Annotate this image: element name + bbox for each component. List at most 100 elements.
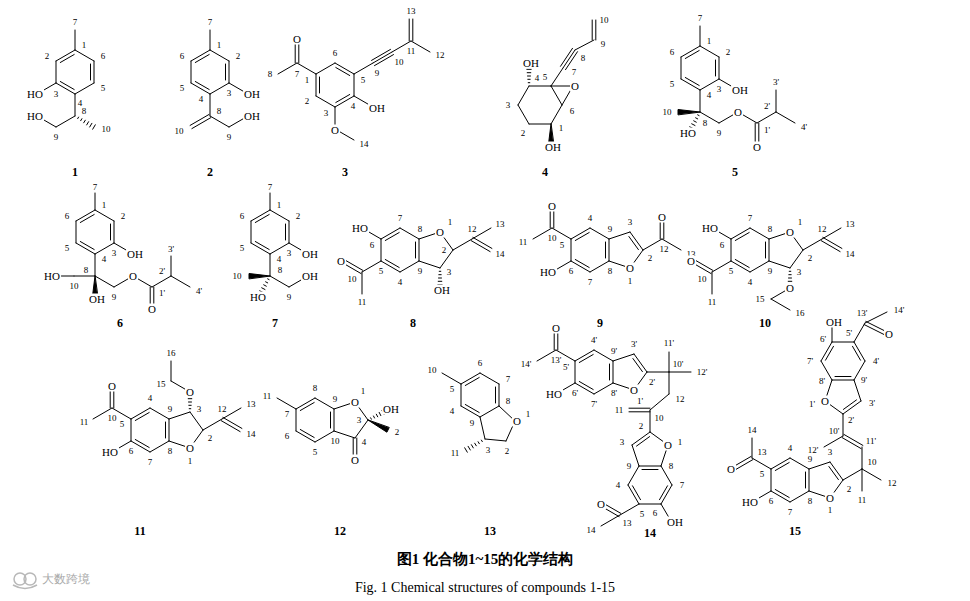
bond-line <box>270 276 289 287</box>
atom-number: 5 <box>120 420 125 429</box>
atom-number: 11 <box>858 496 867 505</box>
atom-number: 6 <box>769 497 774 506</box>
bond-line <box>362 272 363 294</box>
bond-line <box>595 20 596 40</box>
bond-line <box>719 57 720 79</box>
bond-line <box>499 384 500 406</box>
atom-number: 8 <box>608 267 613 276</box>
bond-line <box>775 490 789 498</box>
compound-number: 2 <box>207 166 213 178</box>
atom-number: 11' <box>866 437 876 446</box>
atom-number: 14' <box>894 306 905 315</box>
atom-label: O <box>350 397 360 408</box>
bond-line <box>135 440 149 448</box>
atom-label: O <box>657 212 667 223</box>
atom-number: 3 <box>112 249 117 258</box>
bond-line <box>131 419 132 441</box>
bond-line <box>453 239 472 250</box>
bond-line <box>95 243 114 254</box>
atom-number: 9' <box>611 347 617 356</box>
atom-number: 4 <box>78 99 83 108</box>
bond-line <box>790 491 809 502</box>
atom-number: 9 <box>227 133 232 142</box>
atom-label: HO <box>539 267 557 278</box>
compound-number: 5 <box>732 166 738 178</box>
atom-number: 3' <box>168 245 174 254</box>
atom-label: O <box>629 385 639 396</box>
atom-number: 6' <box>572 389 578 398</box>
atom-number: 3 <box>227 89 232 98</box>
atom-number: 10 <box>663 108 672 117</box>
atom-number: 6 <box>569 267 574 276</box>
atom-number: 12 <box>676 395 685 404</box>
bond-line <box>251 221 252 243</box>
bond-line <box>150 408 169 419</box>
atom-label: O <box>547 201 557 212</box>
atom-number: 2 <box>726 48 731 57</box>
bond-line <box>171 361 172 381</box>
atom-label: O <box>726 464 736 475</box>
atom-number: 5 <box>101 84 106 93</box>
bond-line <box>527 69 531 70</box>
bond-line <box>637 437 650 447</box>
bond-line <box>316 96 335 107</box>
bond-line <box>776 112 795 123</box>
atom-number: 1 <box>707 37 712 46</box>
atom-label: O <box>884 329 894 340</box>
bond-line <box>561 48 573 66</box>
atom-number: 13 <box>846 220 855 229</box>
bond-line <box>685 78 699 86</box>
bond-line <box>188 398 192 399</box>
atom-number: 5 <box>729 267 734 276</box>
atom-number: 3 <box>620 438 625 447</box>
bond-line <box>190 412 203 430</box>
atom-number: 14 <box>247 430 256 439</box>
bond-line <box>81 119 82 121</box>
atom-number: 2 <box>121 212 126 221</box>
bond-line <box>528 82 530 83</box>
atom-number: 6 <box>285 432 290 441</box>
atom-number: 10 <box>175 127 184 136</box>
bond-line <box>865 312 887 323</box>
bond-line <box>632 445 639 466</box>
bond-line <box>735 233 749 241</box>
atom-label: OH <box>243 89 261 100</box>
atom-number: 3 <box>357 416 362 425</box>
bond-line <box>223 417 242 428</box>
atom-number: 7' <box>591 400 597 409</box>
bond-line <box>439 271 441 272</box>
atom-number: 8 <box>168 447 173 456</box>
bond-line <box>334 409 335 431</box>
bond-line <box>330 412 331 428</box>
atom-number: 10 <box>868 458 877 467</box>
bond-line <box>765 242 766 258</box>
atom-number: 5 <box>361 76 366 85</box>
bond-line <box>439 274 441 275</box>
bond-line <box>734 460 753 471</box>
atom-number: 8' <box>611 389 617 398</box>
atom-number: 10 <box>698 275 707 284</box>
bond-line <box>698 114 700 116</box>
bond-line <box>285 224 286 240</box>
bond-line <box>700 46 719 57</box>
bond-line <box>270 210 289 221</box>
bond-line <box>381 239 382 261</box>
atom-label: OH <box>731 85 749 96</box>
atom-label: OH <box>301 249 319 260</box>
atom-label: HO <box>701 223 719 234</box>
bond-line <box>609 364 610 380</box>
atom-number: 8 <box>217 107 222 116</box>
bond-line <box>379 412 381 415</box>
bond-line <box>789 274 791 275</box>
bond-line <box>438 281 442 282</box>
atom-number: 3' <box>773 78 779 87</box>
atom-number: 8 <box>669 462 674 471</box>
compound-number: 14 <box>644 527 656 539</box>
bond-line <box>94 61 95 83</box>
compound-number: 8 <box>410 317 416 329</box>
bond-line <box>95 193 96 210</box>
bond-line <box>419 239 420 261</box>
bond-line <box>255 242 269 250</box>
compound-number: 6 <box>117 317 123 329</box>
bond-line <box>601 515 620 526</box>
